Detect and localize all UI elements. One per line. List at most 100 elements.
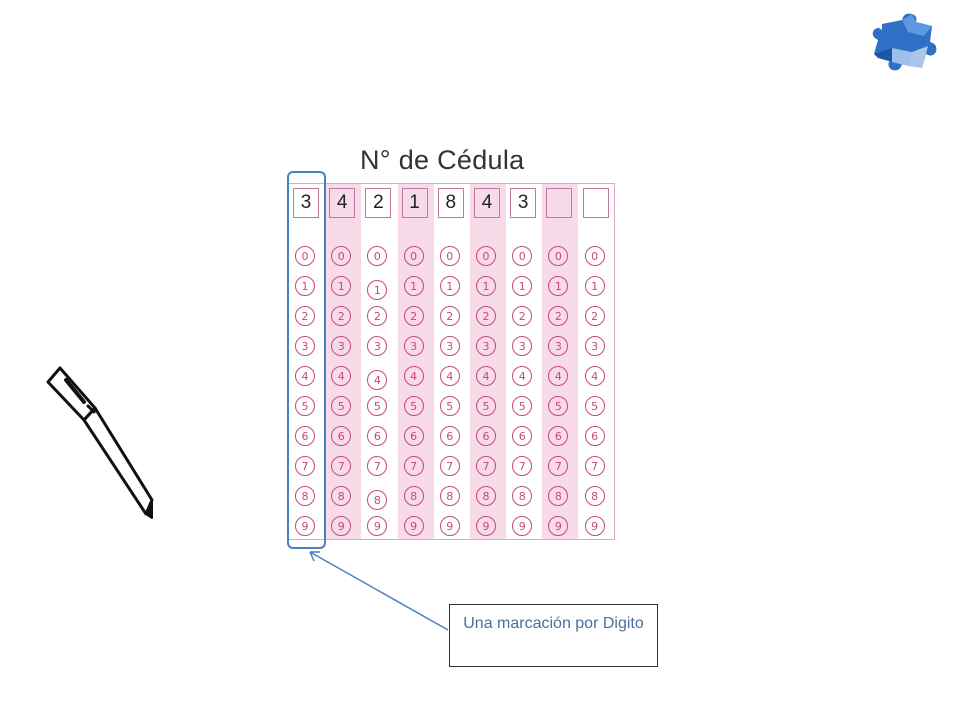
digit-bubble[interactable]: 2 [512,306,533,326]
digit-bubble[interactable]: 4 [295,366,315,386]
digit-bubble[interactable]: 4 [439,366,460,386]
digit-bubble[interactable]: 0 [331,246,352,266]
digit-bubble[interactable]: 8 [476,486,496,506]
arrow-icon [309,551,449,631]
digit-bubble[interactable]: 4 [548,366,569,386]
digit-bubble[interactable]: 9 [548,516,569,536]
digit-bubble[interactable]: 9 [331,516,352,536]
digit-bubble[interactable]: 0 [512,246,533,266]
digit-bubble[interactable]: 1 [584,276,605,296]
digit-bubble[interactable]: 5 [476,396,496,416]
digit-bubble[interactable]: 5 [548,396,569,416]
digit-bubble[interactable]: 4 [331,366,352,386]
digit-bubble[interactable]: 1 [403,276,424,296]
digit-bubble[interactable]: 1 [295,276,315,296]
digit-bubble[interactable]: 3 [584,336,605,356]
digit-bubble[interactable]: 3 [439,336,460,356]
digit-bubble[interactable]: 5 [584,396,605,416]
digit-bubble[interactable]: 2 [548,306,569,326]
digit-bubble[interactable]: 4 [476,366,496,386]
digit-bubble[interactable]: 0 [476,246,496,266]
digit-box[interactable]: 1 [401,188,428,218]
digit-bubble[interactable]: 4 [403,366,424,386]
digit-bubble[interactable]: 6 [439,426,460,446]
digit-box[interactable]: 2 [365,188,392,218]
digit-bubble[interactable]: 2 [584,306,605,326]
digit-bubble[interactable]: 7 [512,456,533,476]
digit-bubble[interactable]: 0 [584,246,605,266]
digit-bubble[interactable]: 1 [367,280,388,300]
digit-bubble[interactable]: 7 [331,456,352,476]
digit-bubble[interactable]: 2 [476,306,496,326]
digit-bubble[interactable]: 8 [512,486,533,506]
digit-box[interactable] [582,188,609,218]
digit-bubble[interactable]: 7 [548,456,569,476]
digit-bubble[interactable]: 3 [367,336,388,356]
digit-bubble[interactable]: 0 [295,246,315,266]
digit-bubble[interactable]: 9 [584,516,605,536]
digit-bubble[interactable]: 2 [439,306,460,326]
digit-box[interactable]: 3 [293,188,319,218]
digit-bubble[interactable]: 2 [367,306,388,326]
digit-bubble[interactable]: 3 [403,336,424,356]
digit-bubble[interactable]: 6 [584,426,605,446]
digit-bubble[interactable]: 7 [476,456,496,476]
digit-bubble[interactable]: 7 [584,456,605,476]
digit-bubble[interactable]: 6 [548,426,569,446]
digit-bubble[interactable]: 5 [367,396,388,416]
digit-bubble[interactable]: 6 [476,426,496,446]
digit-bubble[interactable]: 9 [512,516,533,536]
digit-bubble[interactable]: 7 [367,456,388,476]
digit-bubble[interactable]: 1 [476,276,496,296]
digit-bubble[interactable]: 9 [367,516,388,536]
digit-bubble[interactable]: 7 [403,456,424,476]
digit-bubble[interactable]: 1 [331,276,352,296]
digit-box[interactable]: 8 [437,188,464,218]
digit-bubble[interactable]: 8 [584,486,605,506]
digit-bubble[interactable]: 4 [367,370,388,390]
digit-bubble[interactable]: 5 [331,396,352,416]
digit-bubble[interactable]: 9 [403,516,424,536]
digit-bubble[interactable]: 6 [367,426,388,446]
digit-bubble[interactable]: 8 [439,486,460,506]
digit-box[interactable]: 4 [474,188,500,218]
digit-bubble[interactable]: 5 [403,396,424,416]
digit-bubble[interactable]: 1 [512,276,533,296]
digit-bubble[interactable]: 2 [331,306,352,326]
digit-bubble[interactable]: 1 [548,276,569,296]
digit-bubble[interactable]: 2 [403,306,424,326]
digit-bubble[interactable]: 6 [331,426,352,446]
digit-bubble[interactable]: 0 [548,246,569,266]
digit-bubble[interactable]: 3 [512,336,533,356]
digit-bubble[interactable]: 3 [476,336,496,356]
digit-box[interactable] [546,188,573,218]
digit-bubble[interactable]: 6 [512,426,533,446]
digit-bubble[interactable]: 8 [331,486,352,506]
digit-bubble[interactable]: 8 [367,490,388,510]
digit-box[interactable]: 4 [329,188,356,218]
digit-bubble[interactable]: 8 [295,486,315,506]
digit-bubble[interactable]: 6 [403,426,424,446]
digit-bubble[interactable]: 7 [439,456,460,476]
digit-bubble[interactable]: 8 [403,486,424,506]
digit-bubble[interactable]: 9 [439,516,460,536]
digit-bubble[interactable]: 3 [331,336,352,356]
digit-bubble[interactable]: 8 [548,486,569,506]
digit-bubble[interactable]: 2 [295,306,315,326]
digit-bubble[interactable]: 7 [295,456,315,476]
digit-bubble[interactable]: 6 [295,426,315,446]
digit-bubble[interactable]: 3 [548,336,569,356]
digit-bubble[interactable]: 9 [295,516,315,536]
digit-bubble[interactable]: 5 [512,396,533,416]
digit-bubble[interactable]: 3 [295,336,315,356]
digit-bubble[interactable]: 0 [403,246,424,266]
digit-box[interactable]: 3 [510,188,537,218]
digit-bubble[interactable]: 5 [439,396,460,416]
digit-bubble[interactable]: 9 [476,516,496,536]
digit-bubble[interactable]: 4 [512,366,533,386]
digit-bubble[interactable]: 0 [367,246,388,266]
digit-bubble[interactable]: 0 [439,246,460,266]
digit-bubble[interactable]: 4 [584,366,605,386]
digit-bubble[interactable]: 5 [295,396,315,416]
digit-bubble[interactable]: 1 [439,276,460,296]
